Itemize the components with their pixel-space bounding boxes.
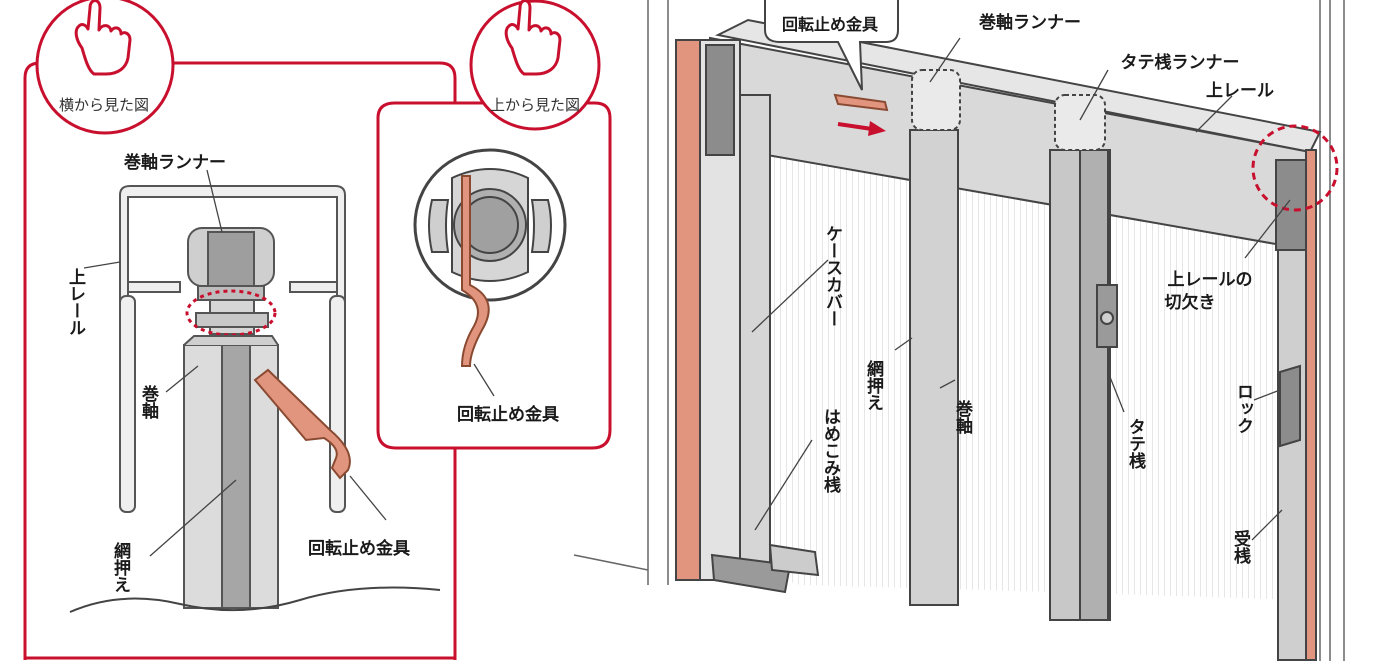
vertical-stile-label: タテ桟 [1125, 418, 1146, 470]
side-view-panel: 横から見た図 [23, 0, 457, 660]
lock-label: ロック [1233, 383, 1253, 434]
receiver-bar-part [1275, 149, 1317, 661]
upper-rail-label: 上レール [65, 268, 86, 336]
rail-notch-label-line1: 上レールの [1168, 270, 1253, 290]
case-cover-label: ケースカバー [822, 225, 843, 327]
shaft-main [909, 69, 961, 606]
main-assembly-view: 回転止め金具 巻軸ランナー タテ桟ランナー 上レール 上レールの 切欠き ケース… [573, 0, 1345, 661]
callout-clip-label: 回転止め金具 [782, 15, 878, 34]
rail-notch-label-line2: 切欠き [1165, 292, 1216, 313]
shaft-runner-part [187, 227, 275, 335]
shaft-runner-label: 巻軸ランナー [123, 152, 226, 173]
upper-rail-profile [119, 185, 346, 513]
side-view-label: 横から見た図 [59, 96, 149, 114]
shaft-main-label: 巻軸 [952, 399, 974, 435]
clip-highlight-circle [185, 289, 277, 337]
rotation-stop-clip-side [253, 368, 351, 480]
rotation-stop-clip-label-top: 回転止め金具 [457, 404, 559, 425]
shaft-runner-main-label: 巻軸ランナー [978, 12, 1081, 33]
receiver-bar-label: 受桟 [1230, 529, 1251, 565]
slide-arrow [837, 121, 886, 136]
top-view-label: 上から見た図 [490, 96, 580, 114]
vertical-stile-part [1049, 94, 1118, 621]
net-holder-main-label: 網押え [863, 359, 884, 411]
clip-callout-balloon: 回転止め金具 [764, 0, 899, 91]
door-frame-lines [573, 0, 1345, 661]
shaft-label: 巻軸 [138, 384, 160, 420]
rotation-stop-clip-main [833, 93, 889, 112]
shaft-body [183, 335, 279, 609]
rotation-stop-clip-top [460, 175, 490, 367]
net-holder-label: 網押え [110, 541, 131, 593]
stile-runner-label: タテ桟ランナー [1121, 52, 1240, 73]
mesh-area [715, 118, 1300, 601]
rotation-stop-clip-label-side: 回転止め金具 [308, 538, 410, 559]
rail-notch-highlight [1251, 124, 1339, 212]
top-view-panel: 上から見た図 回転止め金具 [376, 0, 612, 450]
upper-rail-main-label: 上レール [1206, 81, 1274, 101]
inset-bar-label: はめこみ桟 [820, 408, 841, 494]
